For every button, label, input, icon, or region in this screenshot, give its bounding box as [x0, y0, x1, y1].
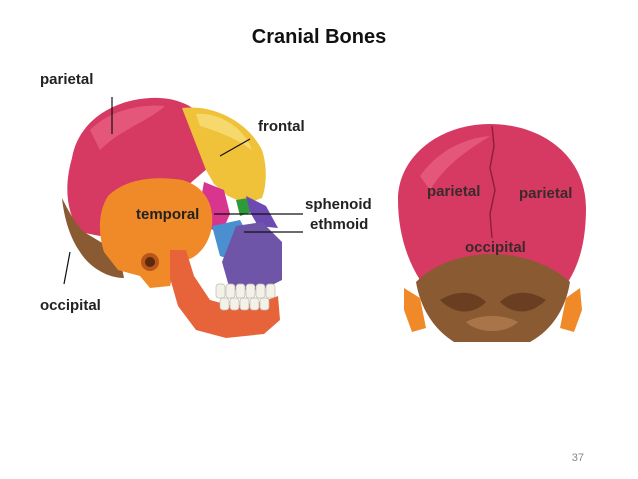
label-frontal: frontal — [258, 118, 305, 135]
label-occipital: occipital — [40, 297, 101, 314]
lateral-skull — [62, 97, 282, 338]
label-parietal: parietal — [40, 71, 94, 88]
lateral-mandible — [170, 250, 280, 338]
label-sphenoid: sphenoid — [305, 196, 372, 213]
label-ethmoid: ethmoid — [310, 216, 369, 233]
posterior-occipital-bone — [416, 254, 570, 342]
label-posterior-occipital: occipital — [465, 239, 526, 256]
page-title: Cranial Bones — [251, 26, 387, 48]
leader-lines — [63, 97, 303, 285]
posterior-skull — [398, 124, 586, 342]
page-number: 37 — [571, 452, 584, 464]
label-temporal: temporal — [136, 206, 200, 223]
label-posterior-parietal-right: parietal — [519, 185, 573, 202]
lateral-facial-bones — [222, 222, 282, 290]
label-posterior-parietal-left: parietal — [427, 183, 481, 200]
lateral-occipital-bone — [62, 198, 124, 278]
lateral-frontal-bone — [182, 107, 266, 204]
